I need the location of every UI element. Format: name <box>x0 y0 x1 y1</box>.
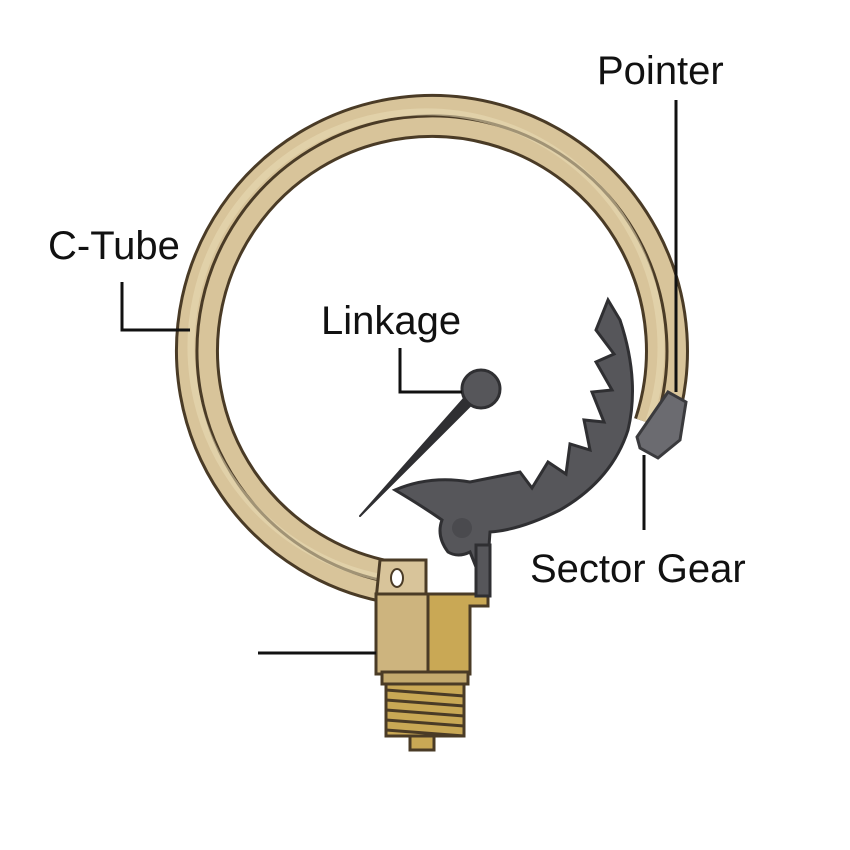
c-tube <box>174 93 689 605</box>
socket-thread <box>384 682 466 738</box>
leader-lines <box>120 100 678 655</box>
label-c-tube: C-Tube <box>48 224 180 268</box>
linkage <box>359 368 502 517</box>
c-tube-highlight <box>187 108 665 583</box>
leader-line-linkage <box>398 348 462 394</box>
sector-gear-body <box>391 296 634 575</box>
socket-body-left <box>374 592 430 676</box>
leader-line-c-tube <box>120 282 190 332</box>
label-sector-gear: Sector Gear <box>530 547 746 591</box>
socket <box>374 592 490 752</box>
socket-flange <box>380 670 470 686</box>
linkage-hub <box>460 368 502 410</box>
label-linkage: Linkage <box>321 299 462 343</box>
c-tube-end-cap <box>635 390 688 460</box>
gear-strut <box>474 543 492 598</box>
label-pointer: Pointer <box>597 49 724 93</box>
socket-tip <box>408 734 436 752</box>
sector-gear <box>391 296 634 598</box>
c-tube-opening <box>390 568 404 588</box>
socket-body-right <box>426 592 490 676</box>
gear-pivot <box>452 518 472 538</box>
